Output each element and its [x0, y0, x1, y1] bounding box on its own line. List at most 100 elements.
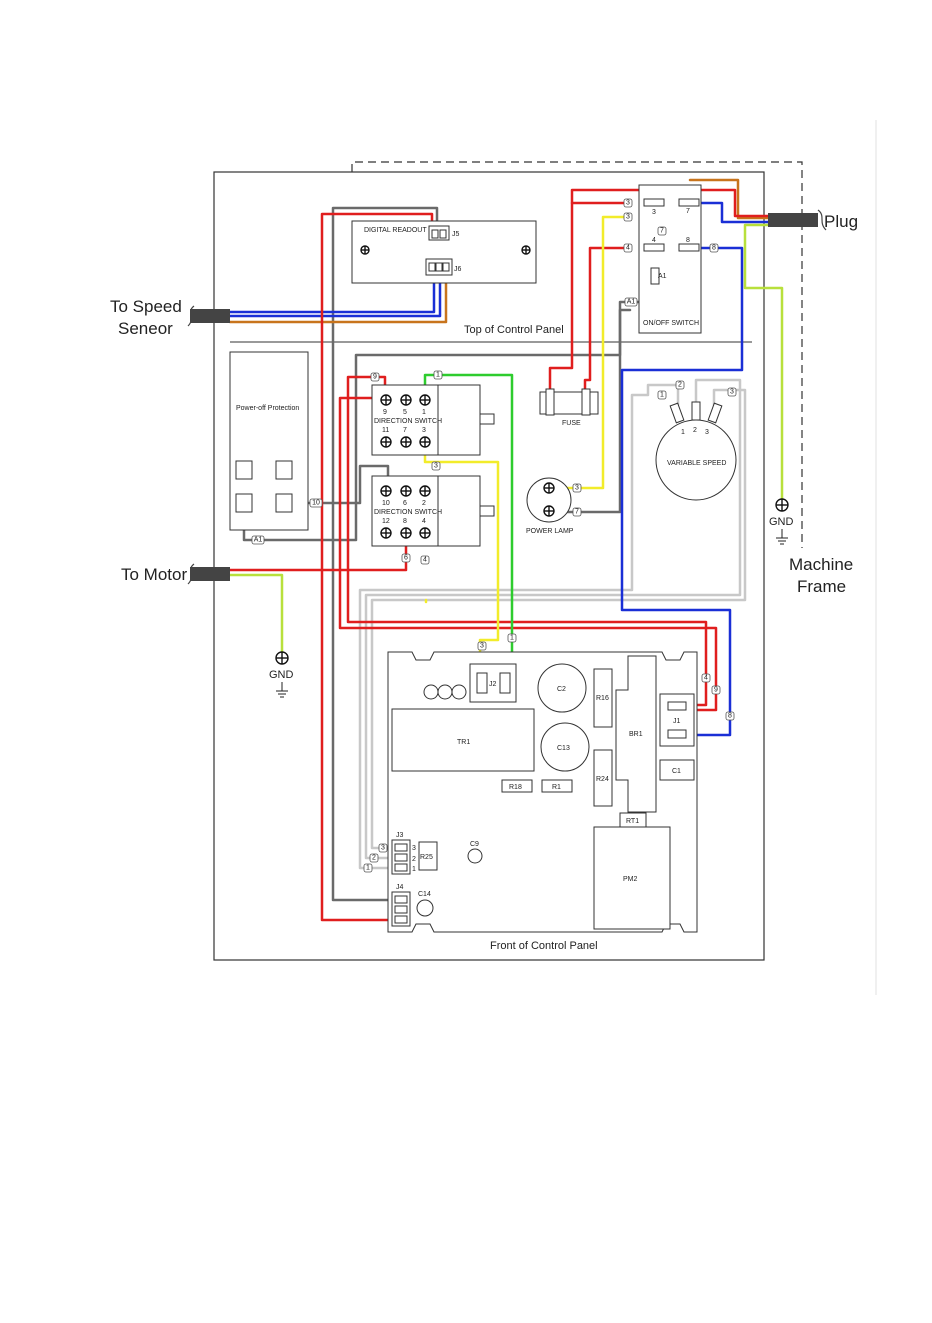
wire-tag: 9	[711, 685, 721, 695]
wire-tag: 3	[572, 483, 582, 493]
svg-text:6: 6	[404, 555, 408, 562]
power-lamp: POWER LAMP	[526, 477, 574, 535]
svg-text:DIGITAL READOUT: DIGITAL READOUT	[364, 227, 427, 234]
main-pcb: J2 C2 C13 R16 R24 BR1 J1 C1 TR1 R18 R1	[387, 651, 698, 933]
wire-tag: 1	[433, 370, 443, 380]
variable-speed-pot: 1 2 3 VARIABLE SPEED	[655, 401, 737, 501]
svg-text:4: 4	[704, 675, 708, 682]
svg-text:2: 2	[372, 855, 376, 862]
terminal-screw-icon	[380, 485, 392, 497]
svg-text:A1: A1	[627, 299, 636, 306]
svg-text:A1: A1	[658, 273, 667, 280]
svg-text:4: 4	[422, 518, 426, 525]
svg-text:4: 4	[652, 237, 656, 244]
svg-text:J5: J5	[452, 231, 460, 238]
wire-tag: 1	[657, 390, 667, 400]
svg-text:5: 5	[403, 409, 407, 416]
wire-tag: 4	[623, 243, 633, 253]
wire-orange-plug	[688, 178, 772, 220]
svg-text:GND: GND	[769, 516, 794, 528]
svg-text:8: 8	[403, 518, 407, 525]
wire-tag: 8	[709, 243, 719, 253]
terminal-screw-icon	[419, 394, 431, 406]
terminal-screw-icon	[400, 394, 412, 406]
svg-text:3: 3	[626, 200, 630, 207]
top-panel-label: Top of Control Panel	[464, 324, 564, 336]
speed-sensor-label-2: Seneor	[118, 319, 173, 338]
svg-text:RT1: RT1	[626, 818, 639, 825]
wire-tag: A1	[251, 535, 265, 545]
terminal-screw-icon	[400, 527, 412, 539]
svg-text:DIRECTION SWITCH: DIRECTION SWITCH	[374, 509, 442, 516]
svg-text:1: 1	[510, 635, 514, 642]
svg-text:1: 1	[412, 866, 416, 873]
svg-text:1: 1	[660, 392, 664, 399]
ground-symbol-frame: GND	[769, 498, 794, 545]
wire-tag: 3	[727, 387, 737, 397]
svg-text:3: 3	[412, 845, 416, 852]
motor-label: To Motor	[121, 565, 187, 584]
svg-text:C14: C14	[418, 891, 431, 898]
fuse: FUSE	[539, 388, 599, 427]
svg-text:3: 3	[422, 427, 426, 434]
svg-text:C13: C13	[557, 745, 570, 752]
svg-text:ON/OFF SWITCH: ON/OFF SWITCH	[643, 320, 699, 327]
wire-tag: 3	[431, 461, 441, 471]
svg-text:2: 2	[678, 382, 682, 389]
mount-hole-icon	[521, 245, 531, 255]
svg-text:J1: J1	[673, 718, 681, 725]
svg-text:3: 3	[626, 214, 630, 221]
svg-text:3: 3	[730, 389, 734, 396]
wire-tag: 3	[623, 198, 633, 208]
svg-text:C9: C9	[470, 841, 479, 848]
svg-text:J4: J4	[396, 884, 404, 891]
svg-text:9: 9	[714, 687, 718, 694]
svg-text:7: 7	[575, 509, 579, 516]
terminal-screw-icon	[380, 394, 392, 406]
wire-tag: 1	[507, 633, 517, 643]
svg-text:A1: A1	[254, 537, 263, 544]
svg-text:8: 8	[712, 245, 716, 252]
wire-tag: 10	[309, 498, 323, 508]
svg-text:10: 10	[382, 500, 390, 507]
svg-text:TR1: TR1	[457, 739, 470, 746]
wire-tag: 6	[401, 553, 411, 563]
svg-text:3: 3	[575, 485, 579, 492]
svg-text:R25: R25	[420, 854, 433, 861]
wire-tag: 7	[657, 226, 667, 236]
svg-text:3: 3	[480, 643, 484, 650]
direction-switch-upper: 9 5 1 DIRECTION SWITCH 11 7 3	[371, 384, 495, 456]
svg-text:PM2: PM2	[623, 876, 638, 883]
svg-text:3: 3	[381, 845, 385, 852]
svg-text:8: 8	[686, 237, 690, 244]
wire-tag: 2	[369, 853, 379, 863]
svg-text:2: 2	[693, 427, 697, 434]
wire-tag: 1	[363, 863, 373, 873]
terminal-screw-icon	[380, 436, 392, 448]
ground-symbol-motor: GND	[269, 651, 294, 698]
svg-text:3: 3	[652, 209, 656, 216]
terminal-screw-icon	[380, 527, 392, 539]
wire-tag: 4	[701, 673, 711, 683]
wire-ground	[228, 223, 784, 654]
machine-frame-label-1: Machine	[789, 555, 853, 574]
svg-text:C2: C2	[557, 686, 566, 693]
svg-text:3: 3	[705, 429, 709, 436]
svg-text:VARIABLE SPEED: VARIABLE SPEED	[667, 460, 726, 467]
svg-text:1: 1	[422, 409, 426, 416]
svg-text:12: 12	[382, 518, 390, 525]
svg-text:R1: R1	[552, 784, 561, 791]
svg-text:R16: R16	[596, 695, 609, 702]
wire-tag: 9	[370, 372, 380, 382]
svg-text:C1: C1	[672, 768, 681, 775]
terminal-screw-icon	[419, 527, 431, 539]
svg-text:R18: R18	[509, 784, 522, 791]
digital-readout-board: DIGITAL READOUT J5 J6	[351, 220, 537, 284]
svg-text:10: 10	[312, 500, 320, 507]
terminal-screw-icon	[419, 436, 431, 448]
plug-label: Plug	[824, 212, 858, 231]
wire-orange	[228, 266, 448, 324]
svg-text:1: 1	[681, 429, 685, 436]
